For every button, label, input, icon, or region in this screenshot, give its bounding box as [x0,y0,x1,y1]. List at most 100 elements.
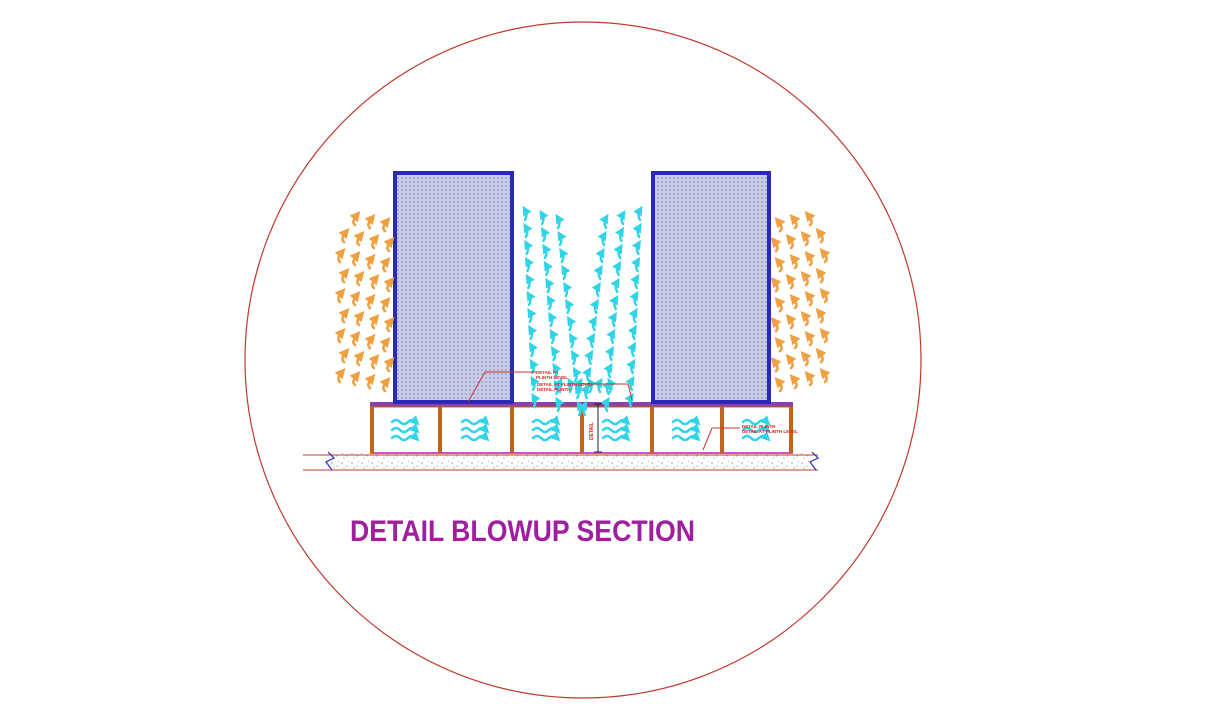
wavy-arrow-icon [632,222,642,239]
wavy-arrow-icon [563,281,573,298]
wavy-arrow-icon [570,349,580,366]
curved-arrow-icon [770,277,782,293]
curved-arrow-icon [368,234,380,250]
wavy-arrow-icon [631,256,641,273]
curved-arrow-icon [819,328,831,344]
wavy-arrow-icon [553,377,563,394]
wavy-arrow-icon [606,328,616,345]
wavy-arrow-icon [572,366,582,383]
wavy-arrow-icon [589,298,599,315]
plinth-post [789,407,793,453]
plinth-post [720,407,724,453]
plinth-post [370,407,374,453]
wavy-arrow-icon [460,423,490,434]
wavy-arrow-icon [552,362,562,379]
wavy-arrow-icon [600,396,610,413]
curved-arrow-icon [334,368,346,384]
wavy-arrow-icon [568,332,579,349]
curved-arrow-icon [785,234,797,250]
wavy-arrow-icon [530,375,540,392]
curved-arrow-icon [819,368,831,384]
callout-1-line2: PLINTH LEVEL [536,375,568,380]
curved-arrow-icon [349,371,361,387]
curved-arrow-icon [364,294,376,310]
curved-arrow-icon [789,334,801,350]
curved-arrow-icon [774,217,786,233]
wavy-arrow-icon [627,324,637,341]
curved-arrow-icon [364,254,376,270]
plinth-post [438,407,442,453]
curved-arrow-icon [789,294,801,310]
wavy-arrow-icon [630,273,640,290]
wavy-arrow-icon [610,277,620,294]
wavy-arrow-icon [616,209,626,226]
callout-3: DETAIL PLINTH DETAIL AT PLINTH LEVEL [742,424,798,434]
wavy-arrow-icon [595,247,605,264]
callout-2-line2: DETAIL PLINTH [537,387,570,392]
curved-arrow-icon [383,317,395,333]
wavy-arrow-icon [524,256,534,273]
curved-arrow-icon [353,231,365,247]
wavy-arrow-icon [624,392,634,409]
curved-arrow-icon [364,374,376,390]
plinth-post [510,407,514,453]
curved-arrow-icon [353,311,365,327]
wavy-arrow-icon [557,230,567,247]
wavy-arrow-icon [531,392,541,409]
curved-arrow-icon [774,337,786,353]
curved-arrow-icon [800,231,812,247]
wavy-arrow-icon [601,423,631,434]
curved-arrow-icon [368,354,380,370]
wavy-arrow-icon [613,243,623,260]
curved-arrow-icon [819,248,831,264]
curved-arrow-icon [789,374,801,390]
warm-air-flow [334,211,831,393]
curved-arrow-icon [383,237,395,253]
wavy-arrow-icon [580,383,590,400]
plinth-post [650,407,654,453]
wavy-arrow-icon [591,281,601,298]
wavy-arrow-icon [531,431,561,442]
curved-arrow-icon [815,228,827,244]
curved-arrow-icon [770,357,782,373]
wavy-arrow-icon [567,377,577,394]
callout-2: DETAIL AT PLINTH LEVEL DETAIL PLINTH [537,382,593,392]
wavy-arrow-icon [604,345,614,362]
wavy-arrow-icon [540,226,551,243]
wavy-arrow-icon [614,226,625,243]
wavy-arrow-icon [548,311,558,328]
wavy-arrow-icon [607,377,617,394]
curved-arrow-icon [353,351,365,367]
curved-arrow-icon [815,268,827,284]
wavy-arrow-icon [671,423,701,434]
wavy-arrow-icon [741,415,771,426]
right-wall [651,171,771,404]
curved-arrow-icon [379,337,391,353]
curved-arrow-icon [800,351,812,367]
ground-layer [303,452,818,471]
plinth-post [580,407,584,453]
curved-arrow-icon [800,311,812,327]
wavy-arrow-icon [599,213,609,230]
curved-arrow-icon [338,268,350,284]
wavy-arrow-icon [390,431,420,442]
wavy-arrow-icon [582,366,592,383]
curved-arrow-icon [349,331,361,347]
callout-leaders [467,371,740,451]
curved-arrow-icon [770,317,782,333]
dimension-label: DETAIL [589,422,595,440]
curved-arrow-icon [379,257,391,273]
wavy-arrow-icon [576,400,586,417]
wavy-arrow-icon [573,377,583,394]
wavy-arrow-icon [567,315,577,332]
curved-arrow-icon [789,214,801,230]
curved-arrow-icon [800,271,812,287]
wavy-arrow-icon [603,362,613,379]
wavy-arrow-icon [612,260,622,277]
curved-arrow-icon [804,251,816,267]
wavy-arrow-icon [460,415,490,426]
wavy-arrow-icon [390,415,420,426]
curved-arrow-icon [349,211,361,227]
wavy-arrow-icon [593,377,603,394]
